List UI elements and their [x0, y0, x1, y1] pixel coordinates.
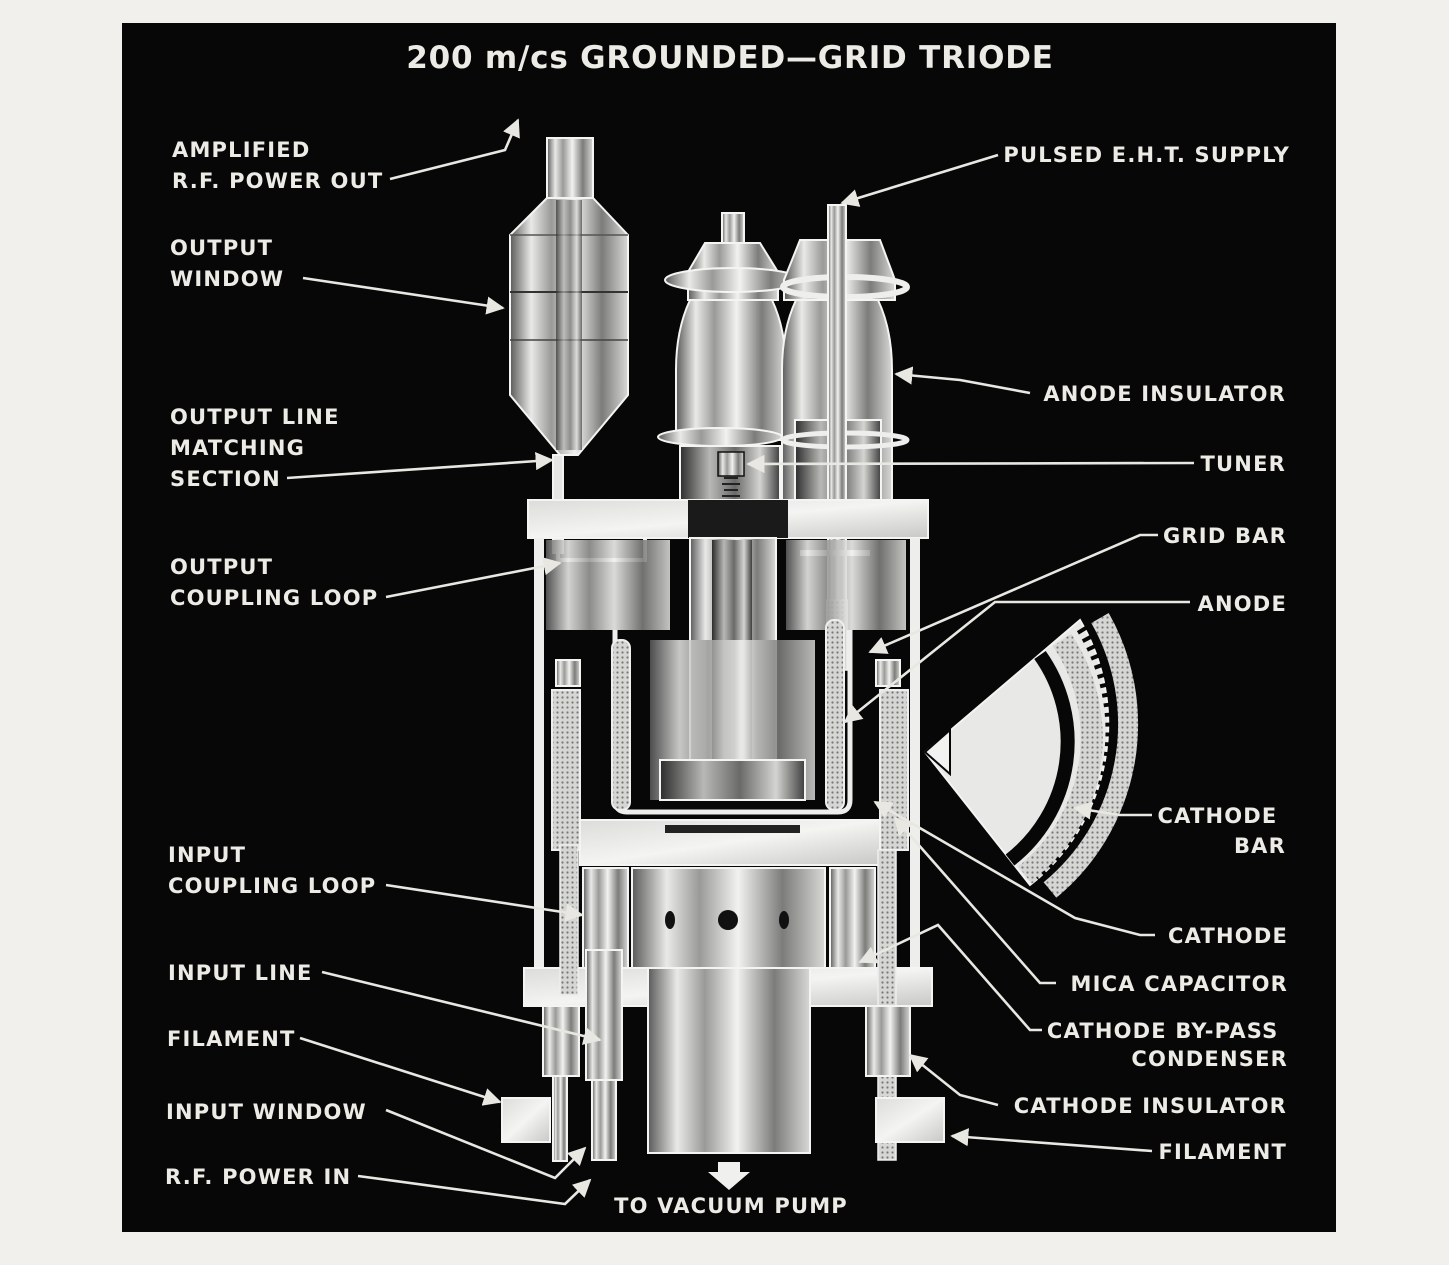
leader-anode [843, 600, 1190, 724]
central-tube-assembly [657, 204, 910, 671]
leader-output-coupling-loop [385, 557, 562, 599]
leader-filament-left [299, 1036, 502, 1106]
tuner-screw [722, 477, 740, 497]
label-to-vacuum-pump: TO VACUUM PUMP [614, 1194, 848, 1218]
leader-output-line-matching-section [286, 452, 554, 480]
down-arrow-icon [708, 1162, 750, 1190]
label-anode-insulator: ANODE INSULATOR [1043, 382, 1286, 406]
label-anode: ANODE [1198, 592, 1287, 616]
input-window-tip [591, 1079, 617, 1161]
label-amplified-rf-power-out: AMPLIFIED R.F. POWER OUT [172, 138, 383, 193]
leader-input-line [321, 970, 602, 1045]
label-output-coupling-loop: OUTPUT COUPLING LOOP [170, 555, 378, 610]
filament-terminal-left [501, 1097, 551, 1143]
output-window-assembly [509, 137, 647, 562]
diagram-title: 200 m/cs GROUNDED—GRID TRIODE [406, 40, 1054, 76]
cathode-insulator-body [865, 1005, 911, 1077]
vacuum-pump-tube [647, 967, 811, 1154]
leader-amplified-rf-power-out [389, 118, 520, 181]
cathode-bar-inset [923, 613, 1139, 898]
label-mica-capacitor: MICA CAPACITOR [1071, 972, 1288, 996]
filament-terminal-right [875, 1097, 945, 1143]
leader-cathode-bar [1073, 801, 1152, 820]
tube-envelope [675, 299, 787, 441]
mica-capacitor-left [551, 689, 581, 851]
labels-right: PULSED E.H.T. SUPPLY ANODE INSULATOR TUN… [1003, 143, 1290, 1164]
leader-rf-power-in [357, 1174, 592, 1206]
mica-capacitor-right [879, 689, 909, 851]
cavity-body [501, 537, 945, 1162]
label-cathode-bar: CATHODE BAR [1158, 804, 1286, 858]
label-output-line-matching-section: OUTPUT LINE MATCHING SECTION [170, 405, 348, 491]
leader-tuner [746, 454, 1195, 474]
cathode-bar-slots [1036, 624, 1118, 887]
label-input-window: INPUT WINDOW [166, 1100, 367, 1124]
leader-input-window [385, 1108, 587, 1180]
leader-mica-capacitor [893, 816, 1056, 985]
label-filament-right: FILAMENT [1158, 1140, 1287, 1164]
leader-cathode-by-pass-condenser [858, 923, 1042, 1032]
tuner-block [717, 451, 745, 477]
label-filament-left: FILAMENT [167, 1027, 296, 1051]
output-line-neck [546, 137, 594, 199]
label-cathode: CATHODE [1168, 924, 1288, 948]
leader-filament-right [950, 1128, 1153, 1153]
label-cathode-insulator: CATHODE INSULATOR [1014, 1094, 1287, 1118]
leader-input-coupling-loop [385, 883, 584, 922]
leader-grid-bar [868, 533, 1158, 654]
leader-pulsed-eht-supply [840, 153, 999, 207]
leader-anode-insulator [894, 366, 1031, 395]
label-output-window: OUTPUT WINDOW [170, 236, 284, 291]
label-tuner: TUNER [1201, 452, 1286, 476]
label-input-coupling-loop: INPUT COUPLING LOOP [168, 843, 376, 898]
input-line-tube [585, 949, 623, 1081]
label-input-line: INPUT LINE [168, 961, 313, 985]
label-grid-bar: GRID BAR [1163, 524, 1287, 548]
labels-left: AMPLIFIED R.F. POWER OUT OUTPUT WINDOW O… [165, 138, 383, 1189]
leader-cathode-insulator [908, 1053, 999, 1107]
label-cathode-by-pass-condenser: CATHODE BY-PASS CONDENSER [1047, 1019, 1288, 1071]
filament-connector-left [542, 1005, 580, 1077]
corona-ring-lower [657, 427, 783, 447]
leader-output-window [302, 276, 505, 315]
cathode-head [659, 759, 806, 801]
leader-cathode [873, 800, 1155, 937]
label-pulsed-eht-supply: PULSED E.H.T. SUPPLY [1003, 143, 1290, 167]
label-rf-power-in: R.F. POWER IN [165, 1165, 351, 1189]
leader-lines [286, 118, 1195, 1206]
